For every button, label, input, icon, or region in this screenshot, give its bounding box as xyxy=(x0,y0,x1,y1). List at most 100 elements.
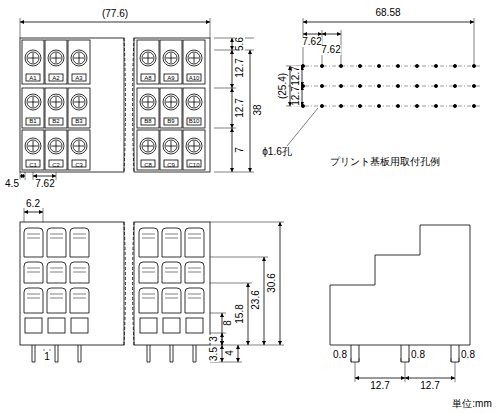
screw-head xyxy=(140,94,156,110)
terminal-clamp xyxy=(24,228,43,257)
screw-head xyxy=(140,50,156,66)
clamp-detail xyxy=(188,294,201,298)
dimension-label: 1 xyxy=(43,352,51,362)
screw-head xyxy=(27,52,39,64)
clamp-detail xyxy=(50,294,63,298)
dimension-label: 68.58 xyxy=(374,8,401,18)
screw-head xyxy=(25,50,41,66)
screw-head xyxy=(163,138,179,154)
terminal-cell xyxy=(183,88,205,128)
marking-plate xyxy=(187,160,201,167)
screw-head xyxy=(48,138,64,154)
terminal-label: B8 xyxy=(143,118,152,124)
dimension-label: (25.4) xyxy=(278,72,288,100)
screw-head xyxy=(163,94,179,110)
extension-lines xyxy=(20,18,474,382)
terminal-clamp xyxy=(47,262,66,283)
terminal-label: B3 xyxy=(74,118,83,124)
screw-head xyxy=(73,96,85,108)
marking-plate xyxy=(26,118,40,125)
screw-head xyxy=(188,96,200,108)
terminal-base xyxy=(186,318,203,333)
dimension-label: 0.8 xyxy=(460,350,476,360)
dimension-label: 12.7 xyxy=(235,97,245,118)
screw-head xyxy=(71,50,87,66)
marking-plate xyxy=(187,74,201,81)
terminal-cell xyxy=(68,130,90,170)
screw-head xyxy=(163,50,179,66)
dimension-label: 7.62 xyxy=(34,179,55,189)
terminal-clamp xyxy=(70,262,89,283)
terminal-label: C8 xyxy=(143,162,153,168)
clamp-detail xyxy=(165,294,178,298)
screw-slot xyxy=(74,53,84,63)
dimension-label: 23.6 xyxy=(251,289,261,310)
dimension-label: 12.7 xyxy=(419,381,440,391)
dimension-label: プリント基板用取付孔例 xyxy=(329,157,441,167)
terminal-cell xyxy=(45,130,67,170)
terminal-label: C2 xyxy=(51,162,61,168)
clamp-detail xyxy=(27,294,40,298)
dimension-label: 15.8 xyxy=(235,303,245,324)
terminal-cell xyxy=(68,88,90,128)
terminal-label: C9 xyxy=(166,162,176,168)
screw-head xyxy=(186,138,202,154)
terminal-cell xyxy=(22,88,44,128)
screw-slot xyxy=(28,53,38,63)
clamp-detail xyxy=(27,234,40,238)
terminal-cell xyxy=(137,130,159,170)
marking-plate xyxy=(164,74,178,81)
screw-head xyxy=(71,94,87,110)
marking-plate xyxy=(164,160,178,167)
dimension-label: 0.8 xyxy=(332,350,348,360)
screw-slot xyxy=(166,53,176,63)
dimension-label: 3 xyxy=(209,335,219,343)
center-line xyxy=(296,66,480,106)
dimension-label: 12.7 xyxy=(291,85,301,106)
screw-slot xyxy=(74,97,84,107)
terminal-clamp xyxy=(47,228,66,257)
terminal-clamp xyxy=(70,288,89,313)
screw-head xyxy=(140,138,156,154)
terminal-label: B1 xyxy=(28,118,37,124)
marking-plate xyxy=(72,118,86,125)
screw-head xyxy=(188,52,200,64)
screw-head xyxy=(73,52,85,64)
terminal-cell xyxy=(137,88,159,128)
terminal-label: C1 xyxy=(28,162,38,168)
screw-head xyxy=(142,52,154,64)
terminal-label: B2 xyxy=(51,118,60,124)
marking-plate xyxy=(26,74,40,81)
terminal-base xyxy=(140,318,157,333)
screw-slot xyxy=(74,141,84,151)
terminal-label: A8 xyxy=(143,75,152,81)
terminal-cell xyxy=(183,130,205,170)
top-view xyxy=(20,38,210,172)
terminal-clamp xyxy=(24,288,43,313)
dimension-label: 8 xyxy=(223,319,233,327)
terminal-label: C3 xyxy=(74,162,84,168)
dimension-label: 6.2 xyxy=(25,199,41,209)
dimension-label: 7 xyxy=(235,146,245,154)
clamp-detail xyxy=(142,268,155,272)
terminal-label: B10 xyxy=(188,118,201,124)
terminal-label: A9 xyxy=(166,75,175,81)
dimension-label: 38 xyxy=(253,103,263,116)
dimension-label: 3.5 xyxy=(209,346,219,362)
pcb-pin xyxy=(170,345,173,362)
screw-head xyxy=(27,96,39,108)
terminal-cell xyxy=(45,88,67,128)
screw-head xyxy=(186,94,202,110)
terminal-cell xyxy=(137,40,159,84)
clamp-detail xyxy=(73,234,86,238)
screw-head xyxy=(27,140,39,152)
screw-head xyxy=(48,94,64,110)
terminal-label: C10 xyxy=(187,162,200,168)
terminal-clamp xyxy=(139,228,158,257)
terminal-clamp xyxy=(47,288,66,313)
clamp-detail xyxy=(165,234,178,238)
terminal-clamp xyxy=(70,228,89,257)
front-view xyxy=(20,222,210,345)
marking-plate xyxy=(164,118,178,125)
marking-plate xyxy=(141,160,155,167)
